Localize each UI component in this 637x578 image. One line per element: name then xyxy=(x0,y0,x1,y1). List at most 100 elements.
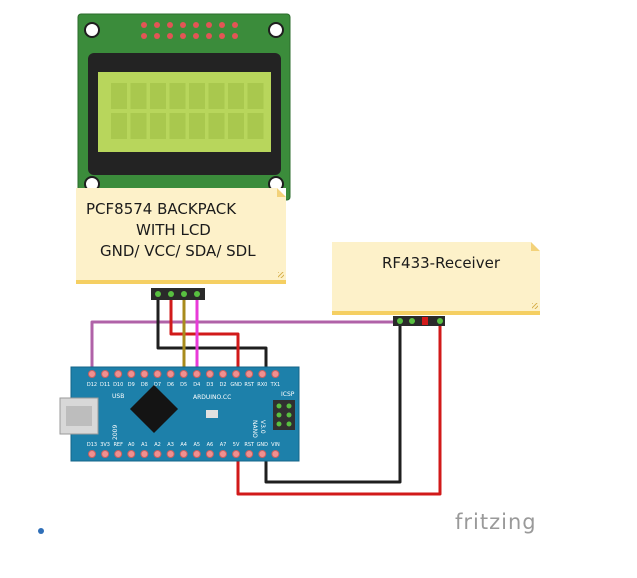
header-body xyxy=(151,288,205,300)
nano-pin-bottom xyxy=(114,450,123,458)
lcd-header-pin xyxy=(180,33,186,39)
rf-connector xyxy=(393,316,445,326)
nano-pin-top xyxy=(88,370,96,378)
lcd-note-line2: WITH LCD xyxy=(136,221,211,239)
lcd-header-pin xyxy=(232,33,238,39)
nano-pin-label: D12 xyxy=(87,382,97,388)
nano-pin-label: 5V xyxy=(233,442,240,448)
mount-hole xyxy=(268,22,284,38)
nano-pin-top xyxy=(271,370,280,378)
lcd-char-cell xyxy=(169,83,186,109)
icsp-pin xyxy=(286,421,292,427)
status-dot xyxy=(38,528,44,534)
lcd-char-cell xyxy=(150,113,166,139)
icsp-pins xyxy=(276,403,292,427)
nano-pin-label: D9 xyxy=(128,382,135,388)
nano-pin-top xyxy=(192,370,201,378)
lcd-header-pin xyxy=(154,22,160,28)
lcd-char-cell xyxy=(247,83,264,109)
nano-pin-bottom xyxy=(140,450,149,458)
mcu-chip xyxy=(129,384,179,434)
note-fold xyxy=(531,242,540,251)
lcd-char-cell xyxy=(130,83,147,109)
nano-pin-bottom xyxy=(271,450,280,458)
nano-pin-label: TX1 xyxy=(270,382,281,388)
nano-pin-label: D6 xyxy=(167,382,174,388)
nano-pcb xyxy=(70,366,300,462)
arduino-label: ARDUINO.CC xyxy=(193,394,231,401)
note-fold xyxy=(277,188,286,197)
header-pin xyxy=(181,291,187,297)
lcd-header-pin xyxy=(141,33,147,39)
nano-pin-label: D2 xyxy=(219,382,226,388)
nano-pin-label: GND xyxy=(257,442,269,448)
nano-pin-label: A6 xyxy=(207,442,214,448)
lcd-char-cell xyxy=(130,113,147,139)
rf-pin xyxy=(409,318,415,324)
nano-pin-top xyxy=(258,370,267,378)
nano-pin-label: 3V3 xyxy=(100,442,110,448)
nano-pin-top xyxy=(245,370,254,378)
usb-port xyxy=(66,406,92,426)
note-resize-grip[interactable] xyxy=(278,272,284,278)
mount-hole xyxy=(84,22,100,38)
icsp-pin xyxy=(286,403,292,409)
nano-pin-label: VIN xyxy=(271,442,280,448)
lcd-character-cells xyxy=(111,83,264,139)
lcd-module xyxy=(77,13,291,201)
lcd-header-pin xyxy=(232,22,238,28)
lcd-header-pin xyxy=(206,22,212,28)
nano-pin-label: RST xyxy=(244,382,255,388)
rf433-note-label: RF433-Receiver xyxy=(382,254,500,272)
lcd-char-cell xyxy=(247,113,264,139)
lcd-char-cell xyxy=(111,113,127,139)
backpack-header xyxy=(151,288,205,300)
icsp-header xyxy=(273,400,295,430)
lcd-header-pin xyxy=(219,22,225,28)
lcd-char-cell xyxy=(189,83,205,109)
nano-pin-bottom xyxy=(101,450,110,458)
note-resize-grip[interactable] xyxy=(532,303,538,309)
lcd-header-pin xyxy=(167,33,173,39)
nano-pin-label: A5 xyxy=(193,442,200,448)
header-pin xyxy=(168,291,174,297)
rf433-note: RF433-Receiver xyxy=(332,242,540,315)
lcd-note-line3: GND/ VCC/ SDA/ SDL xyxy=(100,242,256,260)
nano-pin-bottom xyxy=(127,450,136,458)
lcd-char-cell xyxy=(228,83,244,109)
lcd-header-pin xyxy=(180,22,186,28)
nano-pin-label: A2 xyxy=(154,442,161,448)
nano-pin-label: D11 xyxy=(100,382,110,388)
fritzing-logo: fritzing xyxy=(455,510,537,534)
nano-pin-label: A7 xyxy=(220,442,227,448)
usb-label: USB xyxy=(112,393,124,400)
header-pin xyxy=(155,291,161,297)
icsp-pin xyxy=(276,412,282,418)
year-label: 2009 xyxy=(112,425,119,440)
nano-pin-top xyxy=(166,370,175,378)
icsp-pin xyxy=(276,421,282,427)
lcd-header-pin xyxy=(219,33,225,39)
nano-pin-bottom xyxy=(245,450,254,458)
nano-pin-bottom xyxy=(205,450,214,458)
nano-pin-bottom xyxy=(166,450,175,458)
lcd-header-pin xyxy=(154,33,160,39)
nano-pin-label: A3 xyxy=(167,442,174,448)
nano-pin-top xyxy=(205,370,214,378)
lcd-char-cell xyxy=(150,83,166,109)
nano-pin-bottom xyxy=(179,450,188,458)
rf-header-body xyxy=(393,316,445,326)
icsp-label: ICSP xyxy=(281,391,295,398)
nano-pin-top xyxy=(232,370,241,378)
version-label: V3.0 xyxy=(259,420,266,434)
rf-pin-marker xyxy=(422,317,428,325)
nano-pin-label: D3 xyxy=(206,382,213,388)
nano-pin-label: D8 xyxy=(141,382,148,388)
lcd-header-pin xyxy=(141,22,147,28)
nano-pin-label: D4 xyxy=(193,382,200,388)
